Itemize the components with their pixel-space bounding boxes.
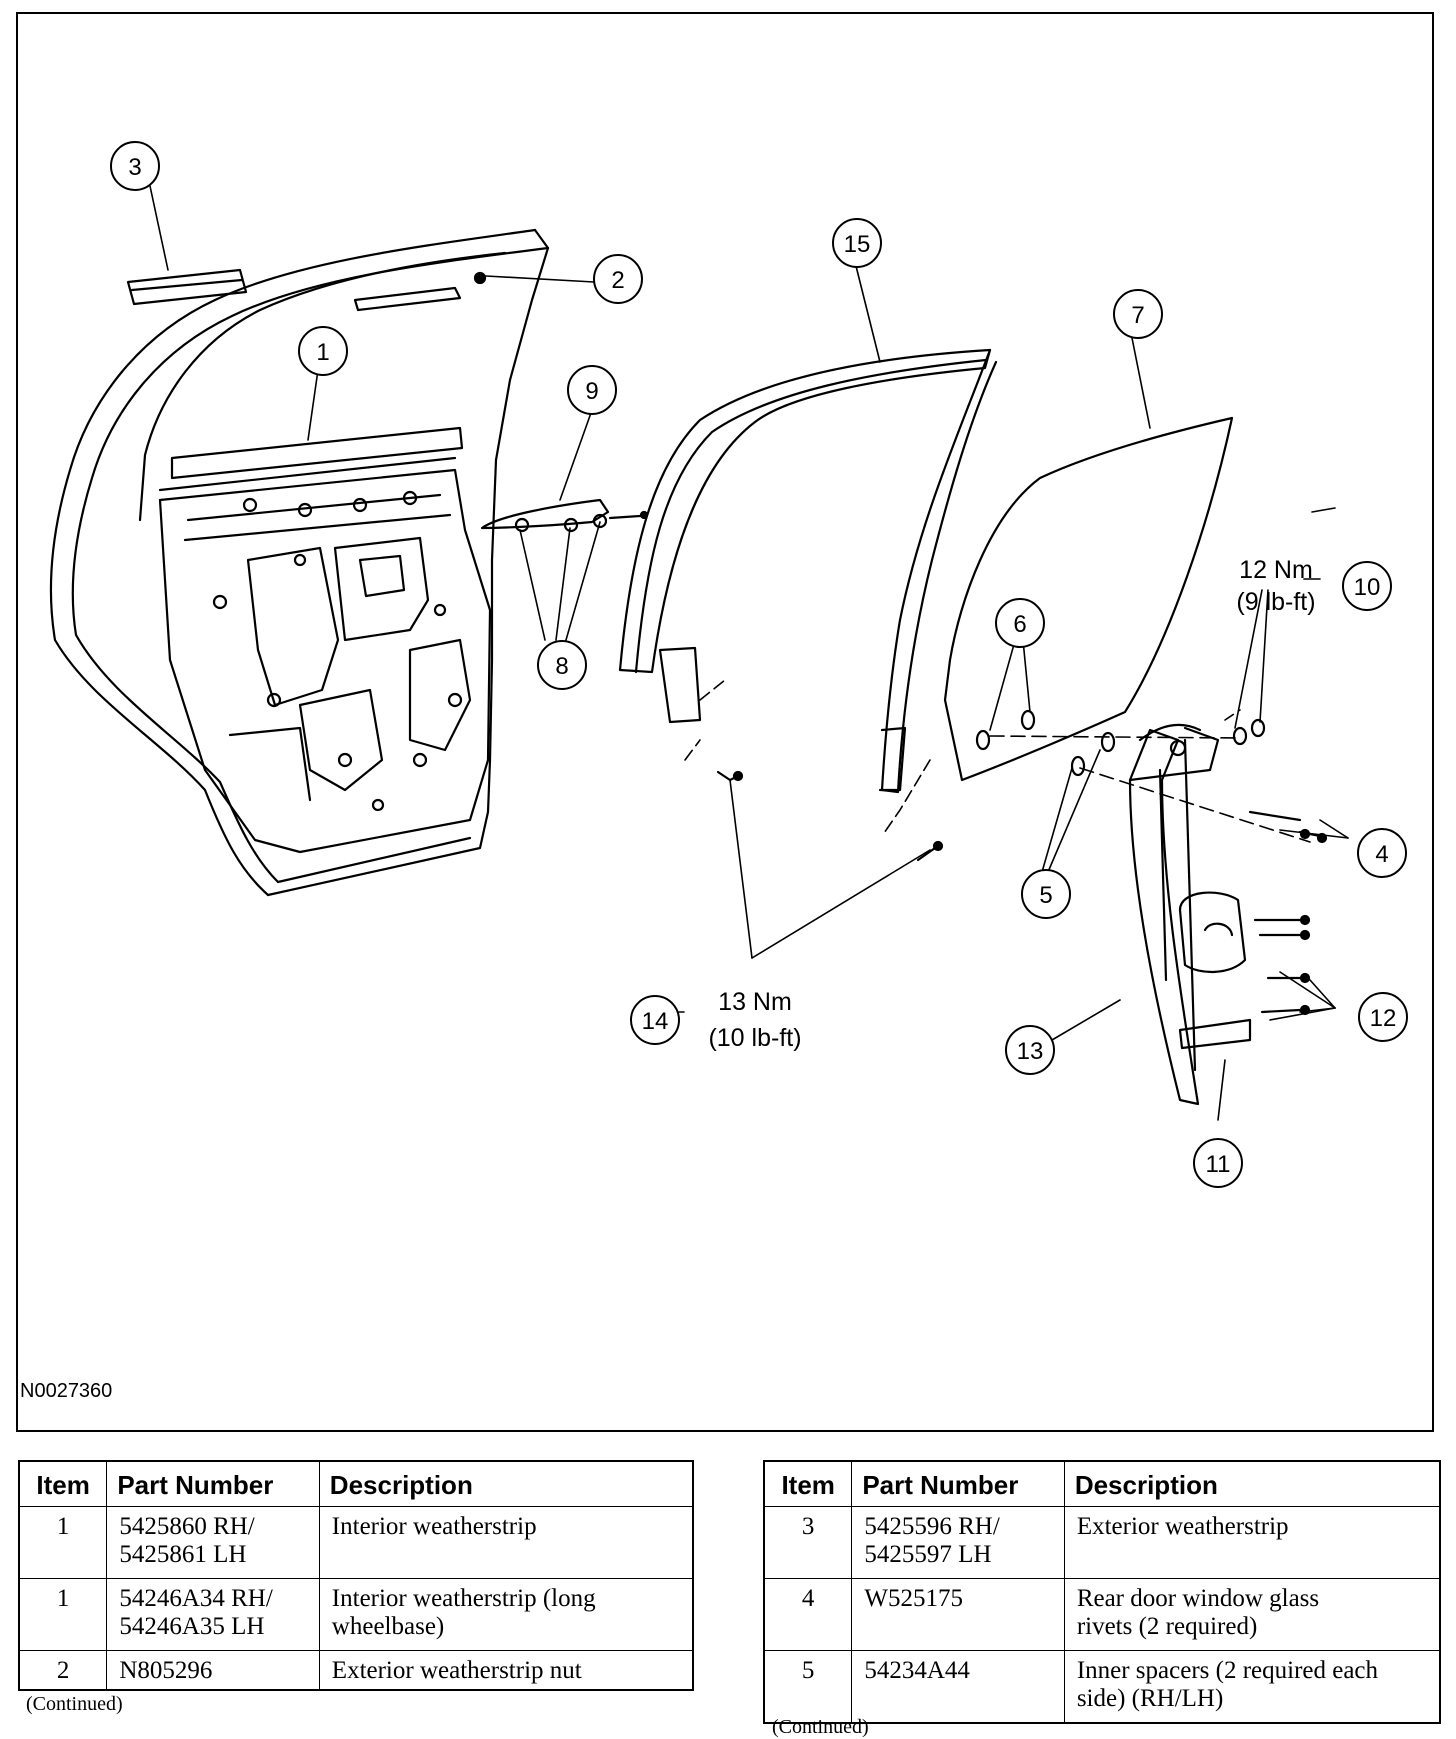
callout-7: 7 — [1113, 289, 1163, 339]
window-glass-part — [943, 416, 1234, 782]
callout-12: 12 — [1358, 992, 1408, 1042]
svg-text:4: 4 — [1375, 841, 1388, 868]
svg-text:13 Nm: 13 Nm — [718, 988, 792, 1016]
callout-6: 6 — [995, 598, 1045, 648]
callout-1: 1 — [298, 326, 348, 376]
callout-2: 2 — [593, 254, 643, 304]
header-item: Item — [18, 1460, 108, 1507]
table-row: 3 5425596 RH/5425597 LH Exterior weather… — [763, 1506, 1441, 1579]
part-number-cell: 54234A44 — [851, 1650, 1065, 1723]
desc-line: Interior weatherstrip — [331, 1513, 537, 1540]
callout-15: 15 — [832, 218, 882, 268]
part-line: 54234A44 — [864, 1657, 970, 1684]
applique-part — [480, 498, 649, 533]
desc-line: Inner spacers (2 required each — [1076, 1657, 1379, 1684]
part-line: 5425861 LH — [119, 1541, 247, 1568]
continued-note-right: (Continued) — [772, 1716, 869, 1738]
svg-text:(9 lb-ft): (9 lb-ft) — [1236, 588, 1315, 616]
table-row: 2 N805296 Exterior weatherstrip nut — [18, 1650, 694, 1691]
svg-text:7: 7 — [1131, 302, 1144, 329]
description-cell: Interior weatherstrip — [318, 1506, 694, 1579]
callout-13: 13 — [1005, 1025, 1055, 1075]
svg-text:3: 3 — [128, 154, 141, 181]
part-number-cell: 54246A34 RH/54246A35 LH — [106, 1578, 320, 1651]
item-cell: 1 — [18, 1506, 108, 1579]
header-part-number: Part Number — [106, 1460, 320, 1507]
continued-note-left: (Continued) — [26, 1693, 123, 1715]
desc-line: rivets (2 required) — [1076, 1613, 1258, 1640]
desc-line: Interior weatherstrip (long — [331, 1585, 596, 1612]
figure-id: N0027360 — [20, 1380, 113, 1402]
desc-line: Rear door window glass — [1076, 1585, 1320, 1612]
item-cell: 5 — [763, 1650, 853, 1723]
svg-text:5: 5 — [1039, 882, 1052, 909]
part-line: 54246A35 LH — [119, 1613, 265, 1640]
header-description: Description — [1063, 1460, 1441, 1507]
item-cell: 3 — [763, 1506, 853, 1579]
window-regulator-part — [1128, 723, 1252, 1106]
item-cell: 1 — [18, 1578, 108, 1651]
part-number-cell: 5425596 RH/5425597 LH — [851, 1506, 1065, 1579]
desc-line: wheelbase) — [331, 1613, 445, 1640]
svg-text:12 Nm: 12 Nm — [1239, 556, 1313, 584]
callout-10: 10 — [1342, 561, 1392, 611]
part-line: 5425597 LH — [864, 1541, 992, 1568]
item-cell: 2 — [18, 1650, 108, 1691]
svg-text:10: 10 — [1354, 574, 1381, 601]
svg-text:12: 12 — [1370, 1005, 1397, 1032]
parts-table-left: Item Part Number Description 1 5425860 R… — [18, 1460, 694, 1691]
svg-text:11: 11 — [1206, 1151, 1231, 1178]
desc-line: Exterior weatherstrip — [1076, 1513, 1289, 1540]
header-description: Description — [318, 1460, 694, 1507]
door-shell — [49, 228, 550, 897]
svg-text:1: 1 — [316, 339, 329, 366]
svg-text:13: 13 — [1017, 1038, 1044, 1065]
part-number-cell: 5425860 RH/5425861 LH — [106, 1506, 320, 1579]
table-row: 1 54246A34 RH/54246A35 LH Interior weath… — [18, 1578, 694, 1651]
callout-9: 9 — [567, 365, 617, 415]
part-line: 5425860 RH/ — [119, 1513, 255, 1540]
part-line: W525175 — [864, 1585, 963, 1612]
table-row: 5 54234A44 Inner spacers (2 required eac… — [763, 1650, 1441, 1723]
callout-8: 8 — [537, 640, 587, 690]
svg-text:2: 2 — [611, 267, 624, 294]
table-header-row: Item Part Number Description — [18, 1460, 694, 1507]
glass-run-channel-part — [618, 348, 998, 794]
part-line: 5425596 RH/ — [864, 1513, 1000, 1540]
leader-lines — [149, 185, 1349, 1121]
part-line: 54246A34 RH/ — [119, 1585, 273, 1612]
svg-text:15: 15 — [844, 231, 871, 258]
table-header-row: Item Part Number Description — [763, 1460, 1441, 1507]
callout-14: 14 — [630, 995, 680, 1045]
part-number-cell: W525175 — [851, 1578, 1065, 1651]
description-cell: Exterior weatherstrip nut — [318, 1650, 694, 1691]
callout-3: 3 — [110, 141, 160, 191]
exterior-weatherstrip-part — [126, 268, 248, 306]
figure-frame — [16, 12, 1434, 1432]
header-part-number: Part Number — [851, 1460, 1065, 1507]
svg-text:8: 8 — [555, 653, 568, 680]
desc-line: side) (RH/LH) — [1076, 1685, 1224, 1712]
item-cell: 4 — [763, 1578, 853, 1651]
torque-spec-14: 13 Nm (10 lb-ft) — [708, 988, 801, 1052]
svg-text:(10 lb-ft): (10 lb-ft) — [708, 1024, 801, 1052]
callout-11: 11 — [1193, 1138, 1243, 1188]
table-row: 1 5425860 RH/5425861 LH Interior weather… — [18, 1506, 694, 1579]
svg-text:9: 9 — [585, 378, 598, 405]
svg-text:14: 14 — [642, 1008, 669, 1035]
exploded-view-diagram: 1 2 3 4 5 6 7 8 9 10 11 12 13 14 15 12 N… — [49, 141, 1408, 1188]
callout-5: 5 — [1021, 869, 1071, 919]
torque-spec-10: 12 Nm (9 lb-ft) — [1236, 556, 1315, 616]
description-cell: Exterior weatherstrip — [1063, 1506, 1441, 1579]
callout-4: 4 — [1357, 828, 1407, 878]
parts-table-right: Item Part Number Description 3 5425596 R… — [763, 1460, 1441, 1724]
svg-text:6: 6 — [1013, 611, 1026, 638]
header-item: Item — [763, 1460, 853, 1507]
callouts: 1 2 3 4 5 6 7 8 9 10 11 12 13 14 15 — [110, 141, 1408, 1188]
part-number-cell: N805296 — [106, 1650, 320, 1691]
